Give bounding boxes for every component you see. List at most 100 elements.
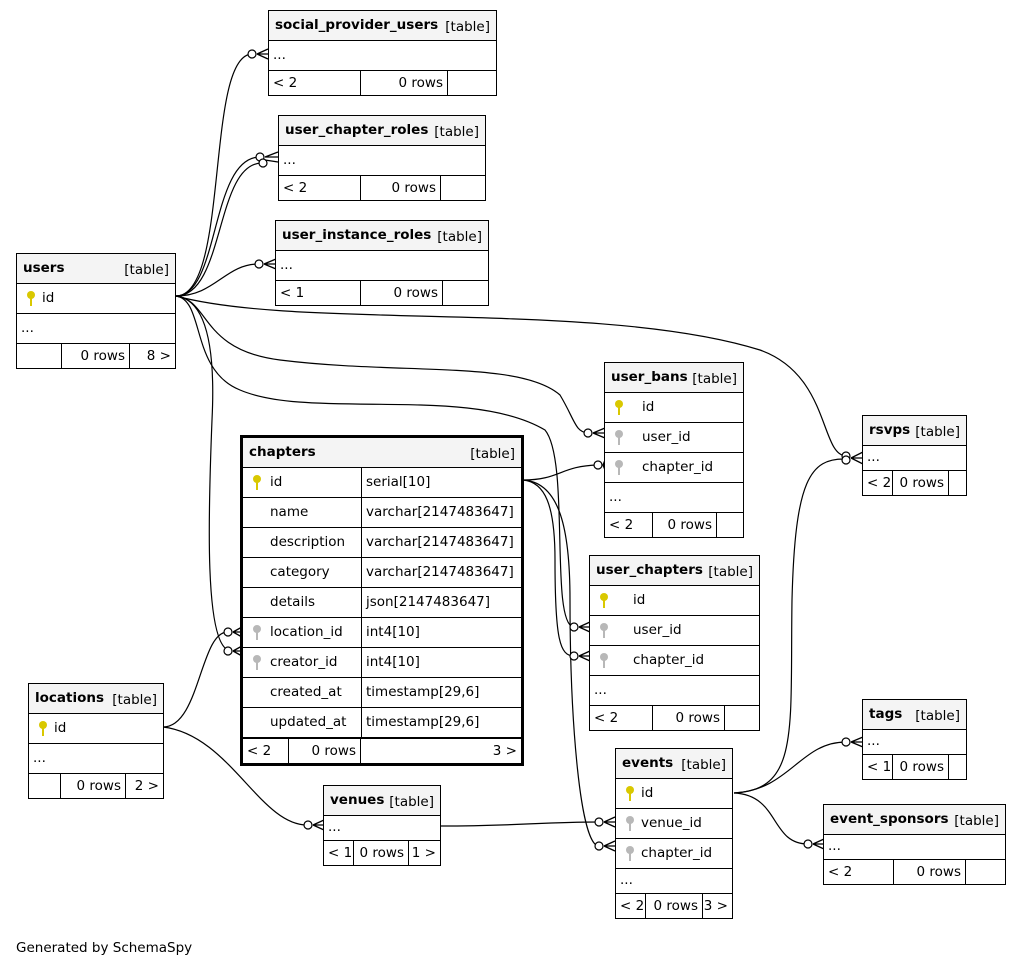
row-count: 0 rows — [398, 75, 443, 91]
table-user-bans[interactable]: user_bans [table] id user_id chapter_id … — [604, 362, 744, 538]
primary-key-icon — [39, 721, 47, 737]
edge-users-user-instance-roles — [175, 263, 260, 297]
table-user-chapters[interactable]: user_chapters [table] id user_id chapter… — [589, 555, 760, 731]
table-header: user_instance_roles [table] — [276, 221, 488, 251]
column-row: details json[2147483647] — [243, 588, 521, 618]
column-name: id — [270, 474, 283, 490]
column-name: category — [270, 564, 330, 580]
table-header: events [table] — [616, 749, 732, 779]
edge-users-user-chapters — [175, 295, 574, 628]
edge-end-circle — [303, 820, 313, 830]
primary-key-icon — [626, 786, 634, 802]
column-name: id — [42, 290, 55, 306]
column-type: timestamp[29,6] — [366, 714, 480, 730]
column-row: user_id — [605, 423, 743, 453]
column-type: timestamp[29,6] — [366, 684, 480, 700]
table-type: [table] — [915, 708, 960, 724]
row-count: 0 rows — [359, 845, 404, 861]
table-footer: 0 rows 2 > — [29, 774, 163, 798]
table-footer: < 2 0 rows 3 > — [616, 894, 732, 918]
table-header: rsvps [table] — [863, 416, 966, 446]
column-name: id — [633, 592, 646, 608]
column-row: id serial[10] — [243, 468, 521, 498]
table-footer: < 2 0 rows 3 > — [243, 738, 521, 763]
column-ellipsis: ... — [863, 730, 966, 755]
column-ellipsis: ... — [590, 676, 759, 706]
table-footer: < 2 0 rows — [590, 706, 759, 730]
table-name: social_provider_users — [275, 17, 439, 33]
table-footer: < 2 0 rows — [863, 471, 966, 495]
row-count: 0 rows — [311, 743, 356, 759]
column-type: int4[10] — [366, 624, 420, 640]
table-locations[interactable]: locations [table] id ... 0 rows 2 > — [28, 683, 164, 799]
children-count: 1 > — [411, 845, 436, 861]
table-name: event_sponsors — [830, 811, 949, 827]
table-event-sponsors[interactable]: event_sponsors [table] ... < 2 0 rows — [823, 804, 1006, 885]
column-ellipsis: ... — [279, 146, 485, 176]
parents-count: < 1 — [328, 845, 353, 861]
table-footer: < 2 0 rows — [279, 176, 485, 200]
table-header: venues [table] — [324, 786, 440, 816]
table-user-instance-roles[interactable]: user_instance_roles [table] ... < 1 0 ro… — [275, 220, 489, 306]
table-header: event_sponsors [table] — [824, 805, 1005, 835]
table-rsvps[interactable]: rsvps [table] ... < 2 0 rows — [862, 415, 967, 496]
column-type: json[2147483647] — [366, 594, 491, 610]
table-events[interactable]: events [table] id venue_id chapter_id ..… — [615, 748, 733, 919]
column-name: chapter_id — [633, 652, 705, 668]
row-count: 0 rows — [667, 517, 712, 533]
edge-end-circle — [223, 646, 233, 656]
crowfoot — [578, 621, 591, 633]
parents-count: < 2 — [283, 180, 308, 196]
table-users[interactable]: users [table] id ... 0 rows 8 > — [16, 253, 176, 369]
table-footer: < 1 0 rows 1 > — [324, 841, 440, 865]
table-type: [table] — [437, 229, 482, 245]
table-name: user_chapter_roles — [285, 122, 429, 138]
edge-end-circle — [594, 841, 604, 851]
column-row: name varchar[2147483647] — [243, 498, 521, 528]
crowfoot — [603, 840, 616, 852]
children-count: 3 > — [492, 743, 517, 759]
edge-locations-chapters — [162, 631, 229, 728]
table-name: events — [622, 755, 674, 771]
edge-end-circle — [583, 428, 593, 438]
column-row: id — [590, 586, 759, 616]
column-type: serial[10] — [366, 474, 431, 490]
column-name: creator_id — [270, 654, 338, 670]
edge-end-circle — [569, 622, 579, 632]
edge-end-circle — [841, 455, 851, 465]
edge-events-tags — [733, 741, 847, 794]
table-user-chapter-roles[interactable]: user_chapter_roles [table] ... < 2 0 row… — [278, 115, 486, 201]
children-count: 3 > — [703, 898, 728, 914]
column-name: name — [270, 504, 309, 520]
edge-end-circle — [258, 158, 268, 168]
table-venues[interactable]: venues [table] ... < 1 0 rows 1 > — [323, 785, 441, 866]
foreign-key-icon — [253, 625, 261, 641]
table-name: users — [23, 260, 65, 276]
column-row: id — [29, 714, 163, 744]
edge-users-social-provider-users — [175, 53, 253, 297]
column-name: created_at — [270, 684, 342, 700]
table-type: [table] — [112, 692, 157, 708]
crowfoot — [312, 819, 325, 831]
crowfoot — [263, 258, 277, 270]
edge-events-event-sponsors — [733, 792, 809, 845]
table-chapters[interactable]: chapters [table] id serial[10] name varc… — [240, 435, 524, 766]
row-count: 0 rows — [80, 348, 125, 364]
crowfoot — [264, 151, 279, 163]
column-row: user_id — [590, 616, 759, 646]
parents-count: < 2 — [620, 898, 645, 914]
column-row: id — [17, 284, 175, 314]
row-count: 0 rows — [391, 180, 436, 196]
column-name: id — [642, 399, 655, 415]
edge-chapters-user-chapters — [522, 479, 575, 657]
table-name: user_chapters — [596, 562, 703, 578]
table-name: locations — [35, 690, 105, 706]
primary-key-icon — [615, 400, 623, 416]
table-type: [table] — [708, 564, 753, 580]
crowfoot — [850, 451, 864, 465]
edge-locations-venues — [162, 726, 309, 826]
table-tags[interactable]: tags [table] ... < 1 0 rows — [862, 699, 967, 780]
primary-key-icon — [600, 593, 608, 609]
table-name: user_bans — [611, 369, 688, 385]
table-social-provider-users[interactable]: social_provider_users [table] ... < 2 0 … — [268, 10, 497, 96]
